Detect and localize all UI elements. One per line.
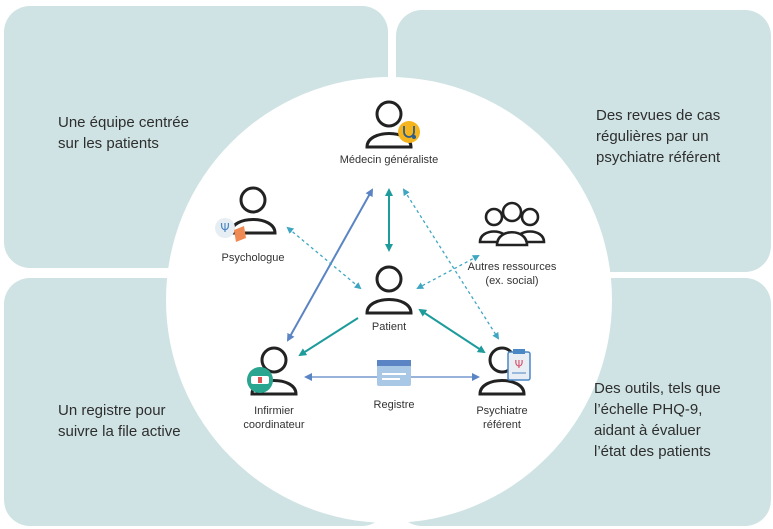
line: l’état des patients (594, 443, 711, 460)
arrow-patient-nurse (298, 317, 359, 357)
text-registry: Un registre pour suivre la file active (58, 400, 181, 442)
line: Des revues de cas (596, 107, 721, 124)
clipboard-psi-icon: Ψ (507, 349, 531, 381)
line: sur les patients (58, 135, 159, 152)
text-case-reviews: Des revues de cas régulières par un psyc… (596, 105, 720, 168)
label-patient: Patient (371, 321, 407, 333)
label-registry: Registre (373, 399, 415, 411)
line: aidant à évaluer (594, 422, 701, 439)
label-gp: Médecin généraliste (339, 154, 439, 166)
line: Une équipe centrée (58, 114, 189, 131)
psychologist-icon (229, 186, 277, 235)
svg-text:Ψ: Ψ (515, 358, 524, 371)
arrow-resources-patient (416, 255, 480, 289)
stethoscope-badge-icon (398, 121, 420, 143)
label-psychologist: Psychologue (221, 252, 285, 264)
line: Psychiatre (476, 405, 528, 417)
arrow-patient-psychiatrist (418, 308, 486, 354)
line: référent (483, 419, 521, 431)
psi-badge-icon: Ψ (215, 218, 246, 242)
label-nurse: Infirmier coordinateur (243, 404, 304, 432)
group-icon (478, 201, 546, 247)
nurse-cap-badge-icon (247, 367, 273, 393)
line: suivre la file active (58, 423, 181, 440)
line: (ex. social) (485, 275, 539, 287)
line: Autres ressources (467, 261, 557, 273)
label-psychiatrist: Psychiatre référent (476, 404, 527, 432)
patient-icon (365, 265, 413, 315)
line: psychiatre référent (596, 149, 721, 166)
line: Infirmier (254, 405, 294, 417)
text-tools: Des outils, tels que l’échelle PHQ-9, ai… (594, 378, 721, 462)
line: l’échelle PHQ-9, (594, 401, 703, 418)
svg-text:Ψ: Ψ (220, 221, 229, 235)
line: Un registre pour (58, 402, 166, 419)
line: régulières par un (596, 128, 709, 145)
line: Des outils, tels que (594, 380, 721, 397)
line: coordinateur (243, 419, 305, 431)
doctor-icon (365, 100, 413, 149)
text-patient-centered-team: Une équipe centrée sur les patients (58, 112, 189, 154)
label-other-resources: Autres ressources (ex. social) (468, 260, 557, 288)
arrow-psychologist-patient (286, 226, 362, 290)
arrow-gp-nurse (287, 188, 373, 342)
registry-icon (377, 360, 411, 386)
